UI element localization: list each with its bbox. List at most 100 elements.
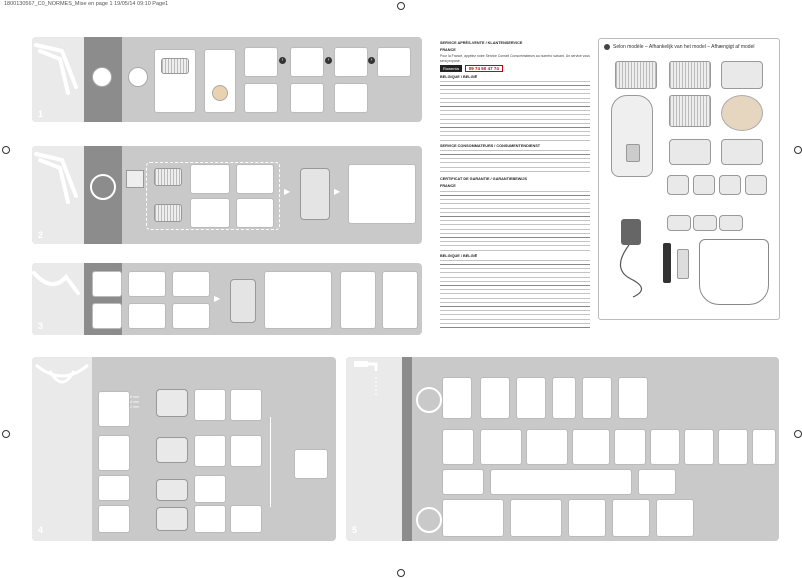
text-column: SERVICE APRÈS-VENTE / KLANTENSERVICE FRA… <box>440 38 590 358</box>
underarm-icon <box>32 271 80 295</box>
step-image <box>194 389 226 421</box>
panel-3-underarm-area <box>32 263 84 335</box>
phone-number: 09 74 50 47 74 <box>464 64 503 72</box>
step-image <box>382 271 418 329</box>
step-image <box>244 47 278 77</box>
panel-number: 1 <box>38 109 44 119</box>
step-image <box>194 435 226 467</box>
cap-icon <box>719 215 743 231</box>
power-cord-icon <box>619 244 643 298</box>
step-image <box>236 164 274 194</box>
panel-5: 5 <box>346 357 779 541</box>
arrow-right-icon: ▶ <box>334 187 341 196</box>
print-header: 1800130567_C0_NORMES_Mise en page 1 19/0… <box>4 1 169 7</box>
bracket-line <box>270 417 271 507</box>
step-image <box>568 499 606 537</box>
step-image <box>510 499 562 537</box>
skin-zoom-icon <box>92 67 112 87</box>
hair-length-icon <box>98 505 130 533</box>
comb-row <box>667 175 767 197</box>
panel-4-bikini-area <box>32 357 92 541</box>
comb-attachment-icon <box>156 507 188 531</box>
panel-1: › › › 1 <box>32 37 422 122</box>
arrow-right-icon: ▶ <box>284 187 291 196</box>
step-image <box>128 271 166 297</box>
panel-2: ▶ ▶ 2 <box>32 146 422 244</box>
step-image <box>290 83 324 113</box>
section-subtitle: BELGIQUE / BELGIË <box>440 253 478 258</box>
length-label: 4 mm <box>130 400 139 404</box>
skin-zoom-icon <box>128 67 148 87</box>
step-image <box>294 449 328 479</box>
attachment-icon <box>669 139 711 165</box>
step-image <box>752 429 776 465</box>
registration-mark <box>794 430 802 438</box>
step-image <box>172 271 210 297</box>
step-image <box>340 271 376 329</box>
bullet-icon <box>604 44 610 50</box>
no-sign-icon <box>416 387 442 413</box>
step-image <box>190 198 230 228</box>
step-image <box>442 469 484 495</box>
step-image <box>656 499 694 537</box>
models-box: Selon modèle – Afhankelijk van het model… <box>598 38 780 320</box>
panel-number: 2 <box>38 230 44 240</box>
arrow-right-icon: ▶ <box>214 294 221 303</box>
panel-2-legs-area <box>32 146 84 244</box>
step-image <box>480 429 522 465</box>
cap-icon <box>721 61 763 89</box>
text-lines <box>440 150 590 175</box>
bikini-icon <box>35 363 89 384</box>
step-image <box>334 47 368 77</box>
text-lines <box>440 81 590 142</box>
length-label: 2 mm <box>130 405 139 409</box>
step-image <box>334 83 368 113</box>
pouch-icon <box>699 239 769 305</box>
brand-logo: Rowenta <box>440 64 462 72</box>
switch-icon <box>626 144 640 162</box>
section-title: CERTIFICAT DE GARANTIE / GARANTIEBEWIJS <box>440 177 528 182</box>
section-title: SERVICE APRÈS-VENTE / KLANTENSERVICE <box>440 41 523 45</box>
attachments-strip <box>490 469 632 495</box>
step-image <box>442 429 474 465</box>
registration-mark <box>794 146 802 154</box>
panel-5-dark-column <box>402 357 412 541</box>
device-icon <box>300 168 330 220</box>
paragraph: Pour la France, appelez notre Service Co… <box>440 54 590 63</box>
comb-attachment-icon <box>156 389 188 417</box>
step-badge-icon: › <box>325 57 332 64</box>
section-subtitle: FRANCE <box>440 48 456 53</box>
step-image <box>244 83 278 113</box>
step-image <box>194 505 226 533</box>
step-image <box>526 429 568 465</box>
step-badge-icon: › <box>368 57 375 64</box>
panel-number: 4 <box>38 525 44 535</box>
registration-mark <box>397 569 405 577</box>
step-image <box>582 377 612 419</box>
step-image <box>650 429 680 465</box>
comb-attachment-icon <box>156 479 188 501</box>
comb-icon <box>719 175 741 195</box>
models-title: Selon modèle – Afhankelijk van het model… <box>613 44 755 50</box>
registration-mark <box>397 2 405 10</box>
step-image <box>614 429 646 465</box>
step-badge-icon: › <box>279 57 286 64</box>
step-image <box>612 499 650 537</box>
timer-icon <box>126 170 144 188</box>
step-image <box>480 377 510 419</box>
no-sign-icon <box>90 174 116 200</box>
legs-icon <box>34 43 78 95</box>
contact-row: Rowenta 09 74 50 47 74 <box>440 64 590 72</box>
cap-icon <box>667 215 691 231</box>
epilator-head-icon <box>161 58 189 74</box>
step-image <box>290 47 324 77</box>
cap-icon <box>693 215 717 231</box>
step-image <box>92 303 122 329</box>
comb-icon <box>693 175 715 195</box>
step-image <box>230 505 262 533</box>
panel-1-legs-area <box>32 37 84 122</box>
section-subtitle: FRANCE <box>440 184 456 189</box>
registration-mark <box>2 430 10 438</box>
panel-3: ▶ 3 <box>32 263 422 335</box>
step-image <box>230 435 262 467</box>
